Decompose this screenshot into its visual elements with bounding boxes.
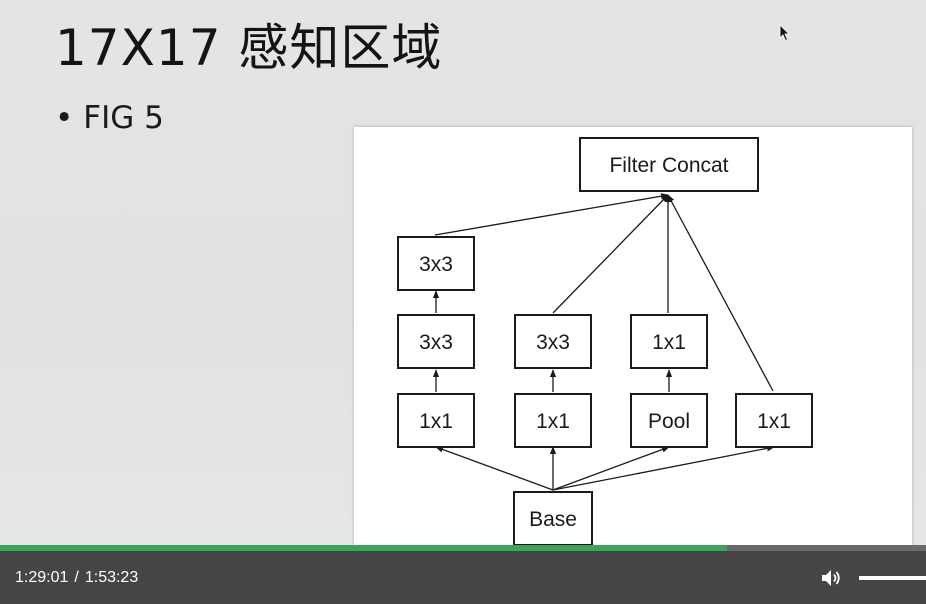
node-b1-mid-box (397, 314, 475, 369)
node-filter-concat-box (579, 137, 759, 192)
node-b1-top-box (397, 236, 475, 291)
current-time: 1:29:01 (15, 569, 69, 586)
volume-slider-fill (859, 576, 926, 580)
inception-module-figure: Filter Concat 3x3 3x3 1x1 3x3 1x1 1x1 Po… (354, 127, 912, 545)
node-b2-bot-box (514, 393, 592, 448)
progress-bar-fill (0, 545, 727, 551)
node-b3-bot: Pool (648, 410, 690, 433)
bullet-text: FIG 5 (83, 100, 164, 136)
bullet-marker: • (55, 100, 74, 136)
edge-b2-to-concat (552, 194, 669, 314)
node-b1-bot: 1x1 (419, 410, 453, 433)
edge-b4-to-concat (667, 194, 774, 392)
progress-bar[interactable] (0, 545, 926, 551)
node-base-box (513, 491, 593, 545)
edge-base-to-b1 (435, 446, 554, 491)
edge-base-to-b3 (552, 446, 670, 491)
presentation-slide: 17X17 感知区域 •FIG 5 (0, 0, 926, 545)
node-b2-mid: 3x3 (536, 331, 570, 354)
volume-slider[interactable] (859, 576, 926, 580)
node-b4-bot-box (735, 393, 813, 448)
node-b3-mid-box (630, 314, 708, 369)
duration: 1:53:23 (84, 569, 139, 586)
mouse-cursor-icon (779, 24, 790, 42)
node-b2-bot: 1x1 (536, 410, 570, 433)
node-b1-mid: 3x3 (419, 331, 453, 354)
node-b1-top: 3x3 (419, 253, 453, 276)
time-separator: / (74, 569, 79, 586)
node-b1-bot-box (397, 393, 475, 448)
time-display: 1:29:01 / 1:53:23 (15, 569, 138, 587)
node-b3-mid: 1x1 (652, 331, 686, 354)
edge-base-to-b4 (552, 445, 775, 491)
node-b4-bot: 1x1 (757, 410, 791, 433)
bullet-item: •FIG 5 (55, 100, 164, 136)
volume-button[interactable] (820, 567, 844, 589)
node-b2-mid-box (514, 314, 592, 369)
node-base: Base (529, 508, 577, 531)
inception-diagram: Filter Concat 3x3 3x3 1x1 3x3 1x1 1x1 Po… (397, 137, 813, 545)
node-filter-concat: Filter Concat (609, 154, 728, 177)
node-b3-bot-box (630, 393, 708, 448)
video-player-controls: 1:29:01 / 1:53:23 (0, 545, 926, 604)
edge-b1-to-concat (434, 193, 669, 236)
speaker-icon (822, 570, 840, 586)
slide-title: 17X17 感知区域 (55, 19, 443, 77)
